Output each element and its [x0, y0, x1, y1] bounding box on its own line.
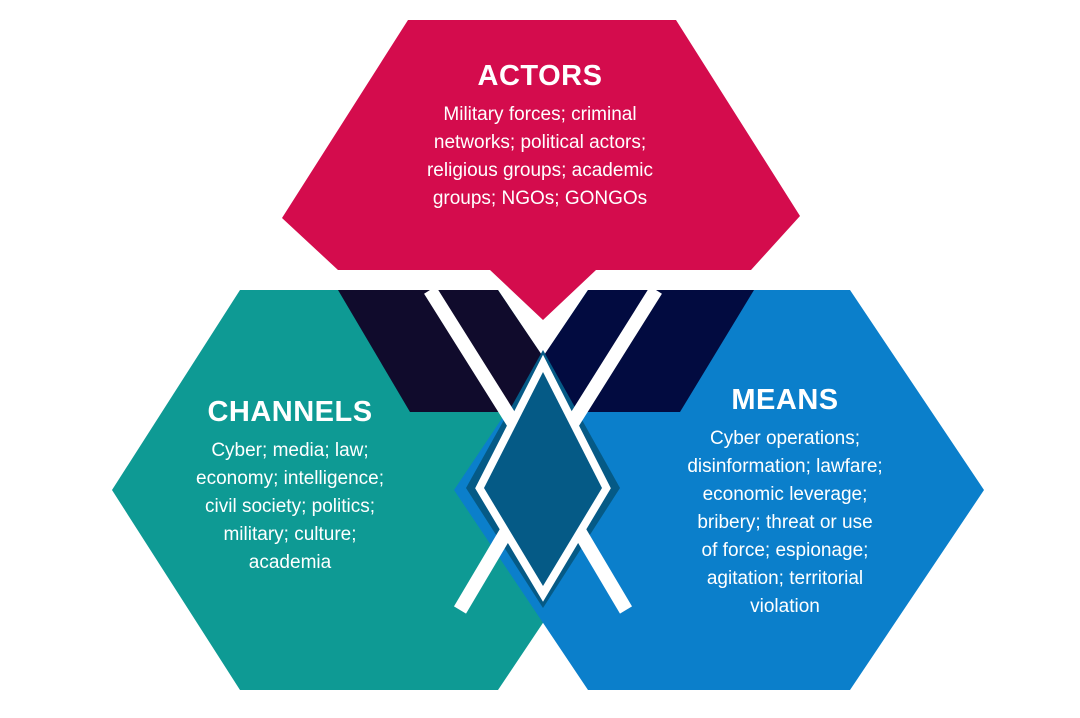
means-line: of force; espionage; — [701, 540, 869, 561]
overlap-actors-means — [534, 290, 754, 412]
actors-line: groups; NGOs; GONGOs — [432, 188, 648, 209]
means-line: violation — [750, 596, 820, 617]
means-line: economic leverage; — [702, 484, 868, 505]
actors-line: networks; political actors; — [433, 132, 647, 153]
means-line: disinformation; lawfare; — [687, 456, 883, 477]
channels-line: economy; intelligence; — [196, 468, 384, 489]
overlap-actors-channels — [338, 290, 552, 412]
actors-hexagon — [282, 20, 800, 320]
actors-title: ACTORS — [477, 60, 603, 92]
channels-line: civil society; politics; — [205, 496, 375, 517]
actors-text-block: ACTORS Military forces; criminal network… — [360, 60, 720, 213]
actors-line: religious groups; academic — [426, 160, 653, 181]
channels-line: Cyber; media; law; — [211, 440, 369, 461]
means-line: bribery; threat or use — [697, 512, 873, 533]
channels-title: CHANNELS — [207, 396, 373, 428]
means-line: Cyber operations; — [710, 428, 860, 449]
actors-line: Military forces; criminal — [443, 104, 637, 125]
means-line: agitation; territorial — [706, 568, 864, 589]
means-title: MEANS — [731, 384, 839, 416]
overlap-center-inner — [484, 372, 602, 586]
means-text-block: MEANS Cyber operations; disinformation; … — [620, 384, 950, 621]
diamond-outline — [475, 354, 611, 602]
channels-line: military; culture; — [223, 524, 357, 545]
channels-line: academia — [248, 552, 332, 573]
channels-text-block: CHANNELS Cyber; media; law; economy; int… — [130, 396, 450, 577]
